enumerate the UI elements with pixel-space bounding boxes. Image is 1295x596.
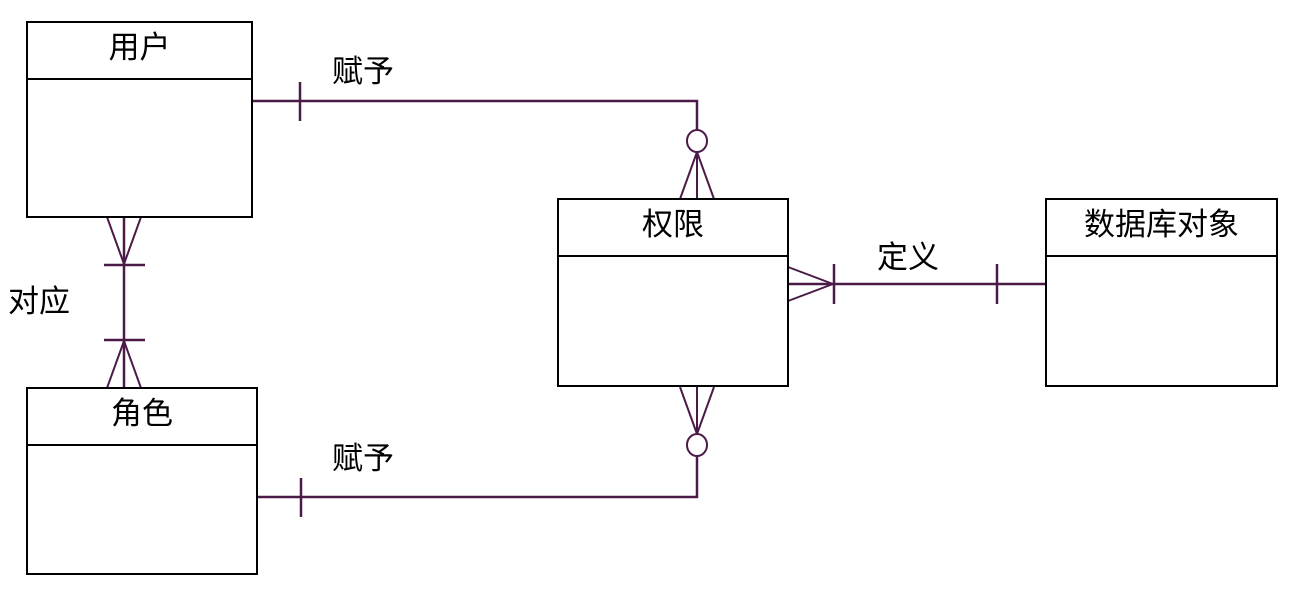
connector-permission-object xyxy=(787,264,1046,304)
entity-permission[interactable]: 权限 xyxy=(557,198,789,387)
connector-user-permission xyxy=(252,82,715,200)
many-crowfoot-mark xyxy=(679,151,715,200)
relationship-label-permission-object: 定义 xyxy=(877,240,939,276)
entity-title: 权限 xyxy=(642,207,704,243)
connector-role-permission xyxy=(257,386,715,517)
many-crowfoot-mark xyxy=(106,340,142,389)
zero-circle-mark xyxy=(686,433,708,457)
many-crowfoot-mark xyxy=(679,386,715,435)
zero-circle-mark xyxy=(686,129,708,153)
entity-title: 数据库对象 xyxy=(1084,207,1239,243)
entity-db-object[interactable]: 数据库对象 xyxy=(1045,198,1278,387)
entity-user[interactable]: 用户 xyxy=(26,21,253,218)
connector-user-role xyxy=(104,216,145,389)
entity-title: 角色 xyxy=(111,396,173,432)
entity-role[interactable]: 角色 xyxy=(26,387,258,575)
relationship-label-user-role: 对应 xyxy=(8,284,70,320)
relationship-label-user-permission: 赋予 xyxy=(332,54,394,90)
many-crowfoot-mark xyxy=(787,266,834,302)
many-crowfoot-mark xyxy=(106,216,142,265)
entity-title: 用户 xyxy=(109,30,171,66)
relationship-label-role-permission: 赋予 xyxy=(332,441,394,477)
